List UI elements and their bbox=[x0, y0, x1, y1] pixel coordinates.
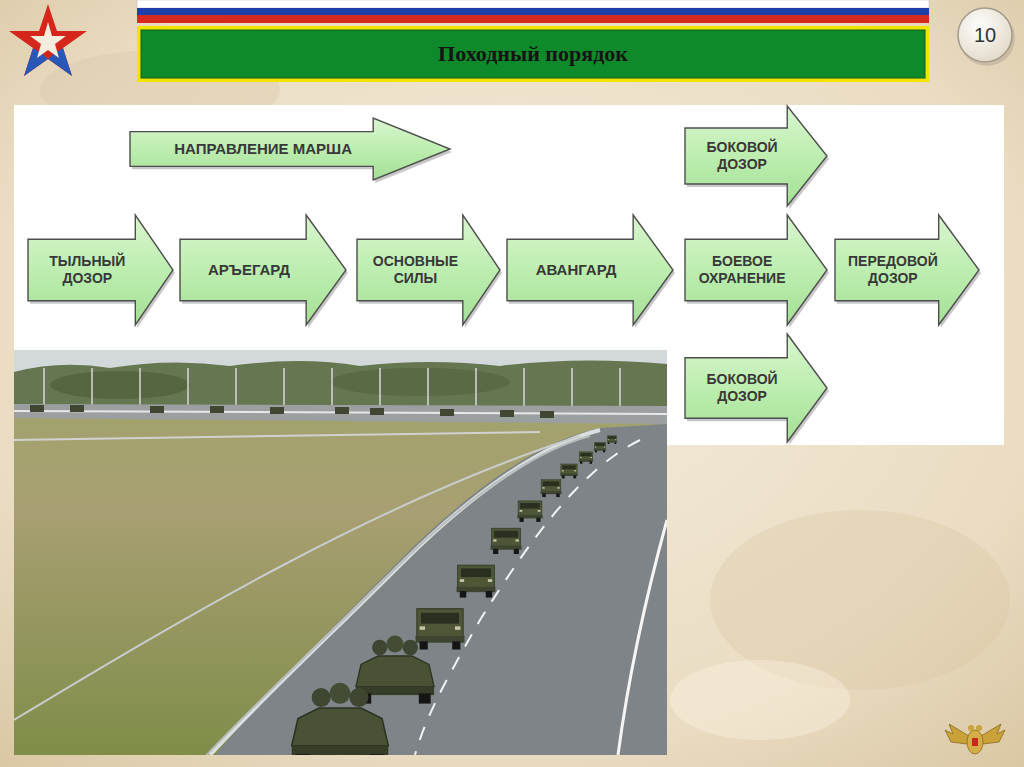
slide-title: Походный порядок bbox=[141, 30, 925, 78]
arrow-box: АРЪЕГАРД bbox=[180, 215, 346, 325]
arrow-box: НАПРАВЛЕНИЕ МАРША bbox=[130, 118, 450, 180]
title-bar bbox=[141, 30, 925, 78]
arrow-fill bbox=[28, 215, 173, 325]
arrow-label: АРЪЕГАРД bbox=[186, 261, 312, 279]
arrow-fill bbox=[685, 334, 827, 442]
arrow-label: ОСНОВНЫЕ СИЛЫ bbox=[363, 253, 468, 287]
arrow-fill bbox=[130, 118, 450, 180]
diagram-panel bbox=[14, 105, 1004, 445]
page-disc bbox=[958, 8, 1012, 62]
arrow-fill bbox=[507, 215, 673, 325]
slide-number: 10 bbox=[958, 22, 1012, 48]
title-frame bbox=[137, 26, 929, 82]
arrow-label: ПЕРЕДОВОЙ ДОЗОР bbox=[841, 253, 945, 287]
arrow-label: БОКОВОЙ ДОЗОР bbox=[691, 371, 793, 405]
arrow-box: АВАНГАРД bbox=[507, 215, 673, 325]
arrow-fill bbox=[835, 215, 979, 325]
arrow-label: ТЫЛЬНЫЙ ДОЗОР bbox=[34, 253, 141, 287]
arrow-box: БОКОВОЙ ДОЗОР bbox=[685, 334, 827, 442]
arrow-box: БОКОВОЙ ДОЗОР bbox=[685, 106, 827, 206]
arrow-fill bbox=[685, 215, 827, 325]
arrow-label: БОЕВОЕ ОХРАНЕНИЕ bbox=[691, 253, 793, 287]
arrow-box: ТЫЛЬНЫЙ ДОЗОР bbox=[28, 215, 173, 325]
arrow-label: АВАНГАРД bbox=[513, 261, 639, 279]
star-logo bbox=[9, 4, 87, 76]
arrow-fill bbox=[180, 215, 346, 325]
arrow-box: БОЕВОЕ ОХРАНЕНИЕ bbox=[685, 215, 827, 325]
flag-stripes bbox=[137, 0, 929, 23]
arrow-label: БОКОВОЙ ДОЗОР bbox=[691, 139, 793, 173]
arrow-box: ПЕРЕДОВОЙ ДОЗОР bbox=[835, 215, 979, 325]
arrow-box: ОСНОВНЫЕ СИЛЫ bbox=[357, 215, 500, 325]
eagle-emblem bbox=[945, 724, 1005, 754]
arrow-fill bbox=[357, 215, 500, 325]
arrow-label: НАПРАВЛЕНИЕ МАРША bbox=[136, 140, 390, 158]
convoy-photo bbox=[14, 350, 667, 755]
arrow-fill bbox=[685, 106, 827, 206]
